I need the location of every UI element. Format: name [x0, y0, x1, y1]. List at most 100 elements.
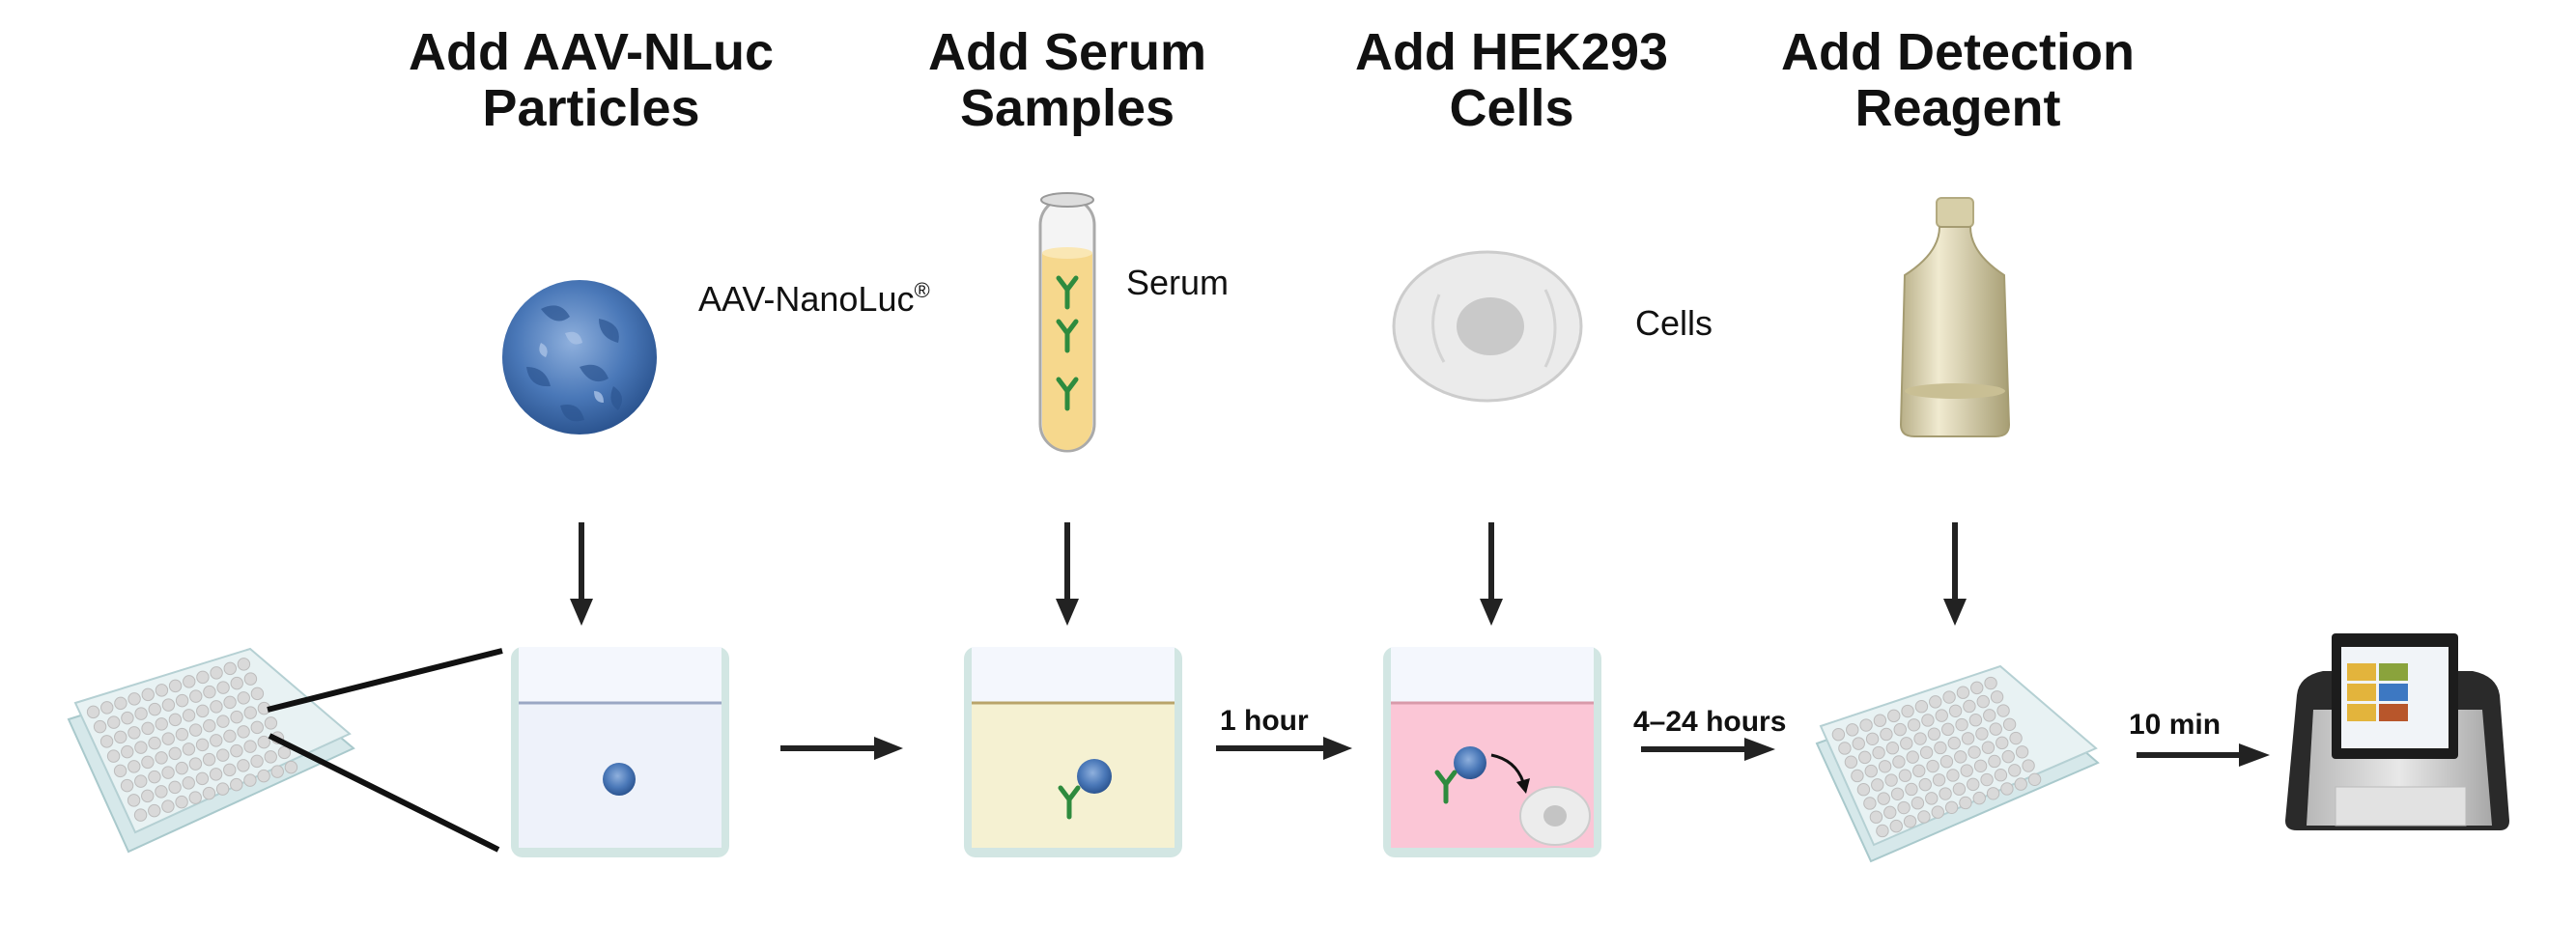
plate-well	[127, 760, 141, 773]
right-arrow-icon	[1216, 737, 1352, 760]
plate-well	[1929, 695, 1942, 709]
plate-well	[148, 702, 161, 716]
plate-well	[2002, 717, 2017, 731]
plate-well	[264, 716, 278, 730]
plate-well	[1948, 704, 1963, 717]
plate-well	[1877, 792, 1890, 805]
plate-well	[189, 689, 203, 703]
plate-well	[1996, 736, 2009, 750]
plate-well	[1885, 742, 1900, 755]
plate-well	[133, 808, 148, 822]
plate-well	[257, 735, 270, 749]
right-arrow-icon	[1641, 738, 1775, 761]
plate-well	[161, 766, 175, 779]
plate-well	[1947, 736, 1961, 750]
plate-well	[183, 675, 196, 688]
plate-well	[1976, 694, 1990, 709]
plate-well	[1911, 797, 1925, 810]
incubation-label-10-min: 10 min	[2129, 709, 2221, 741]
incubation-label-1-hour: 1 hour	[1220, 705, 1309, 737]
plate-well	[134, 707, 148, 720]
plate-well	[182, 709, 196, 722]
plate-well	[141, 789, 155, 803]
plate-well	[121, 744, 134, 759]
title-line: Particles	[482, 79, 699, 137]
plate-well	[155, 717, 168, 731]
step-title-reagent: Add Detection Reagent	[1781, 23, 2135, 137]
plate-well	[182, 743, 196, 756]
title-line: Add AAV-NLuc	[409, 23, 774, 81]
plate-well	[1906, 750, 1919, 764]
plate-well	[2022, 759, 2035, 772]
plate-well	[168, 713, 183, 727]
plate-well	[1973, 759, 1988, 772]
plate-well	[1873, 714, 1887, 727]
plate-well	[1831, 728, 1846, 742]
plate-well	[161, 732, 175, 745]
plate-well	[2008, 764, 2022, 777]
aav-nanoluc-label: AAV-NanoLuc®	[698, 278, 930, 319]
plate-well	[284, 760, 298, 774]
title-line: Samples	[960, 79, 1175, 137]
plate-well	[1968, 714, 1983, 727]
plate-well	[223, 729, 237, 743]
plate-well	[196, 704, 210, 718]
title-line: Add HEK293	[1355, 23, 1668, 81]
plate-well	[1975, 727, 1989, 741]
microplate-icon	[67, 647, 355, 854]
plate-well	[106, 749, 121, 763]
plate-well	[230, 676, 243, 690]
well-serum	[964, 647, 1182, 857]
plate-well	[1986, 787, 2000, 800]
plate-well	[1852, 737, 1865, 750]
plate-well	[277, 745, 292, 760]
plate-well	[1944, 800, 1959, 814]
plate-well	[1893, 722, 1907, 737]
plate-well	[100, 701, 114, 715]
plate-well	[113, 764, 127, 778]
plate-well	[223, 695, 237, 710]
plate-well	[243, 740, 257, 753]
plate-well	[1963, 699, 1976, 714]
plate-well	[2001, 749, 2015, 764]
plate-well	[223, 763, 237, 777]
title-line: Reagent	[1854, 79, 2060, 137]
plate-well	[188, 791, 202, 804]
cells-label: Cells	[1635, 303, 1713, 343]
plate-well	[2014, 777, 2027, 791]
plate-well	[175, 727, 189, 742]
plate-well	[1967, 745, 1981, 759]
title-line: Add Serum	[928, 23, 1206, 81]
plate-well	[1905, 782, 1918, 797]
plate-well	[203, 685, 216, 699]
plate-well	[264, 750, 277, 764]
microplate-icon	[1815, 664, 2100, 863]
plate-well	[182, 776, 195, 790]
plate-well	[148, 736, 161, 750]
plate-well	[195, 738, 210, 752]
plate-well	[1880, 727, 1893, 742]
plate-well	[1921, 714, 1935, 727]
plate-well	[210, 734, 223, 747]
right-arrow-icon	[2137, 743, 2270, 767]
plate-well	[1954, 750, 1967, 764]
plate-well	[243, 672, 258, 686]
plate-well	[1907, 718, 1921, 732]
plate-well	[1989, 722, 2002, 736]
plate-well	[155, 684, 169, 697]
plate-well	[243, 773, 257, 787]
plate-well	[1952, 782, 1967, 796]
plate-well	[210, 700, 223, 714]
plate-well	[1972, 791, 1986, 805]
plate-well	[1903, 815, 1917, 828]
plate-well	[250, 754, 264, 769]
plate-well	[270, 765, 284, 778]
plate-well	[127, 794, 141, 807]
plate-well	[1996, 704, 2010, 717]
aav-particle-icon	[603, 763, 636, 796]
plate-well	[1914, 700, 1929, 714]
plate-well	[1859, 718, 1873, 732]
plate-well	[1946, 769, 1960, 782]
down-arrow-icon	[1943, 522, 1967, 626]
